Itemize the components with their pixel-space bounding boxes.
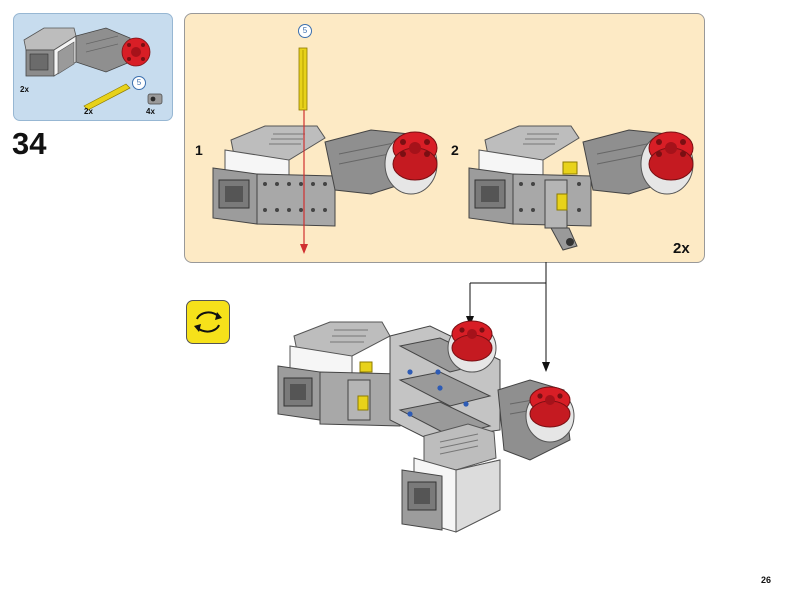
- rotate-arrows-icon: [194, 311, 222, 333]
- assembly-arrow-icon: [466, 262, 550, 372]
- substep-panel: 1 2 2x 5: [184, 13, 705, 263]
- connector-quantity: 4x: [146, 107, 155, 116]
- assembled-frame-illustration: [277, 320, 575, 533]
- insert-arrow-icon: [300, 110, 308, 254]
- substep-2-label: 2: [451, 142, 459, 158]
- rotate-model-icon: [186, 300, 230, 344]
- substep-multiplier: 2x: [673, 240, 690, 257]
- parts-list-box: 5 2x 2x 4x: [13, 13, 173, 121]
- yellow-axle-icon: [298, 47, 308, 111]
- large-motor-part-icon: [23, 27, 151, 77]
- axle-pin-connector-part-icon: [147, 93, 163, 105]
- substep-axle-length-badge: 5: [298, 24, 312, 38]
- substep-1-motor-illustration: [212, 125, 438, 227]
- substep-2-motor-illustration: [468, 125, 694, 251]
- axle-quantity: 2x: [84, 107, 93, 116]
- substep-illustration: [212, 47, 694, 254]
- yellow-axle-part-icon: [83, 83, 131, 111]
- axle-length-badge: 5: [132, 76, 146, 90]
- page-number: 26: [761, 575, 772, 585]
- step-number: 34: [12, 126, 47, 161]
- parts-illustration: [23, 27, 163, 111]
- motor-quantity: 2x: [20, 85, 29, 94]
- substep-1-label: 1: [195, 142, 203, 158]
